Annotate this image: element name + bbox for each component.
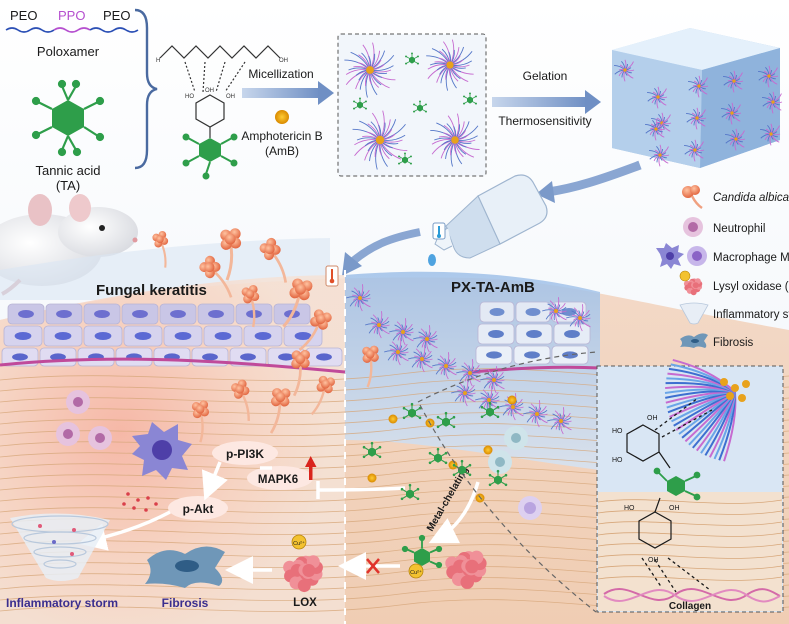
zoom-inset: HO OH HO HO OH OH Collagen <box>417 351 784 613</box>
legend-label-2: Macrophage M1/M2 <box>713 252 789 264</box>
metal-chelating-arrow <box>428 481 480 544</box>
peo-left-label: PEO <box>10 8 37 23</box>
svg-text:HO: HO <box>612 457 623 464</box>
legend-label-1: Neutrophil <box>713 223 765 235</box>
svg-text:HO: HO <box>185 94 194 100</box>
mapk6-up-arrow <box>305 456 317 480</box>
inflammatory-storm-icon <box>10 513 110 581</box>
px-ta-amb-label: PX-TA-AmB <box>451 279 535 296</box>
legend-macrophage-icon <box>656 243 684 269</box>
fungal-keratitis-label: Fungal keratitis <box>96 282 207 299</box>
ppo-label: PPO <box>58 8 85 23</box>
svg-text:OH: OH <box>669 505 680 512</box>
mapk6-label: MAPK6 <box>258 474 298 486</box>
legend-lox-icon <box>679 270 703 296</box>
poloxamer-label: Poloxamer <box>37 44 100 59</box>
lox-label: LOX <box>293 597 317 609</box>
tannic-acid-label: Tannic acid <box>35 163 100 178</box>
pi3k-label: p-PI3K <box>226 447 264 461</box>
legend-neutrophil-icon <box>683 217 703 237</box>
peo-chain-right <box>89 27 139 33</box>
peo-chain-left <box>5 27 55 33</box>
inhibition-bar <box>316 481 406 499</box>
lox-icon-right <box>445 550 487 589</box>
svg-text:OH: OH <box>205 88 214 94</box>
grouping-brace <box>134 8 158 170</box>
gel-micelles <box>346 284 591 435</box>
svg-text:OH: OH <box>647 415 658 422</box>
fibrosis-cell <box>145 546 225 588</box>
tannic-acid-abbr: (TA) <box>56 178 80 193</box>
hbond-sketch: H OH HO OH OH <box>156 45 288 180</box>
lox-cu-label: Cu²⁺ <box>293 540 305 547</box>
gelation-arrow <box>492 90 601 114</box>
gelation-label: Gelation <box>523 69 568 83</box>
pi3k-node: p-PI3K <box>212 441 278 465</box>
cube-to-bottle-arrow <box>536 160 642 203</box>
legend-label-3: Lysyl oxidase (LOX) <box>713 281 789 293</box>
peo-right-label: PEO <box>103 8 130 23</box>
neutrophil-group <box>56 390 542 520</box>
legend-label-4: Inflammatory storm <box>713 309 789 321</box>
hydrogel-cube <box>612 28 783 168</box>
legend-label-5: Fibrosis <box>713 337 754 349</box>
amphotericin-label: Amphotericin B <box>241 129 322 143</box>
blocked-arrow <box>338 552 400 580</box>
legend-storm-icon <box>679 302 709 325</box>
candida-cluster <box>152 228 379 443</box>
akt-node: p-Akt <box>168 496 228 520</box>
svg-text:H: H <box>156 58 160 64</box>
legend: Candida albicans Neutrophil Macrophage M… <box>656 185 789 349</box>
cytokine-dots <box>122 492 158 512</box>
mapk6-node: MAPK6 <box>247 466 313 490</box>
bottle-to-eye-arrow <box>342 228 421 276</box>
ppo-chain <box>53 27 91 33</box>
legend-fungus-icon <box>682 185 703 210</box>
amb-label: (AmB) <box>265 144 299 158</box>
svg-text:OH: OH <box>279 58 288 64</box>
legend-macrophage-m2-icon <box>687 246 707 266</box>
legend-label-0: Candida albicans <box>713 192 789 204</box>
svg-text:OH: OH <box>648 557 659 564</box>
lox-icon-scene: Cu²⁺ <box>283 534 323 593</box>
svg-text:HO: HO <box>612 428 623 435</box>
amphotericin-icon <box>275 110 289 124</box>
fibrosis-label: Fibrosis <box>162 596 209 610</box>
svg-text:OH: OH <box>226 94 235 100</box>
collagen-label: Collagen <box>669 601 711 612</box>
legend-fibrosis-icon <box>680 333 708 348</box>
thermometer-icon-bottle <box>432 222 446 240</box>
micelle-box <box>337 33 487 177</box>
ta-chelate-complex: Cu²⁺ <box>401 534 443 579</box>
chelate-cu-label: Cu²⁺ <box>410 569 422 576</box>
micellization-arrow <box>242 81 334 105</box>
micellization-label: Micellization <box>248 67 313 81</box>
inflammatory-storm-label: Inflammatory storm <box>6 596 118 610</box>
svg-text:HO: HO <box>624 505 635 512</box>
poloxamer-panel: PEO PPO PEO Poloxamer Tannic acid (TA) <box>5 8 158 193</box>
macrophage-m1 <box>132 422 192 480</box>
thermosensitivity-label: Thermosensitivity <box>498 114 591 128</box>
akt-label: p-Akt <box>183 502 214 516</box>
tannic-acid-icon <box>31 79 105 157</box>
thermometer-icon-scene <box>325 265 339 287</box>
